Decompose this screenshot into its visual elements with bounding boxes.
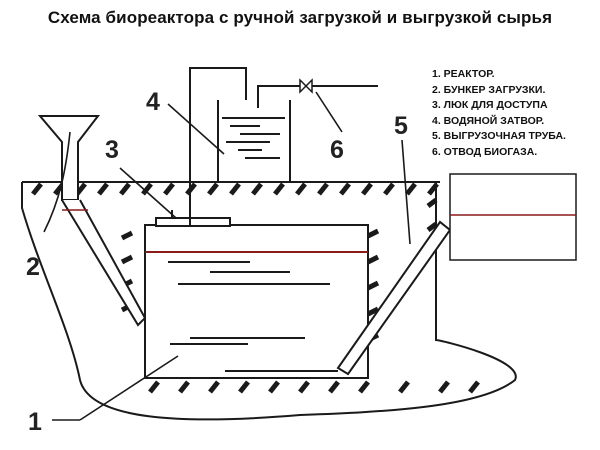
legend-item-water-seal: 4. ВОДЯНОЙ ЗАТВОР.: [432, 114, 545, 127]
callout-3: 3: [105, 136, 119, 164]
ground-hatching: [31, 182, 439, 196]
callout-1: 1: [28, 408, 42, 436]
loading-pipe: [61, 199, 147, 327]
legend-item-hatch: 3. ЛЮК ДЛЯ ДОСТУПА: [432, 99, 548, 111]
pit-outline: [21, 182, 517, 421]
callout-5: 5: [394, 112, 408, 140]
legend-item-hopper: 2. БУНКЕР ЗАГРУЗКИ.: [432, 83, 546, 96]
callout-leaders: [43, 91, 411, 421]
legend-item-outlet-pipe: 5. ВЫГРУЗОЧНАЯ ТРУБА.: [432, 130, 566, 142]
valve-icon: [299, 78, 313, 94]
reactor-tank: [144, 224, 369, 379]
diagram-title: Схема биореактора с ручной загрузкой и в…: [47, 8, 553, 27]
outlet-box: [449, 173, 577, 261]
water-seal-contents: [222, 117, 285, 159]
callout-2: 2: [26, 253, 40, 281]
access-hatch: [155, 217, 231, 227]
loading-hopper: [37, 115, 101, 201]
bottom-hatching: [148, 380, 480, 394]
legend: 1. РЕАКТОР. 2. БУНКЕР ЗАГРУЗКИ. 3. ЛЮК Д…: [432, 67, 566, 160]
callout-4: 4: [146, 88, 160, 116]
gas-pipe: [189, 67, 247, 225]
biogas-outlet-pipe: [257, 85, 300, 88]
legend-item-gas-outlet: 6. ОТВОД БИОГАЗА.: [432, 145, 538, 158]
reactor-contents: [168, 261, 338, 372]
callout-6: 6: [330, 136, 344, 164]
legend-item-reactor: 1. РЕАКТОР.: [432, 68, 495, 80]
